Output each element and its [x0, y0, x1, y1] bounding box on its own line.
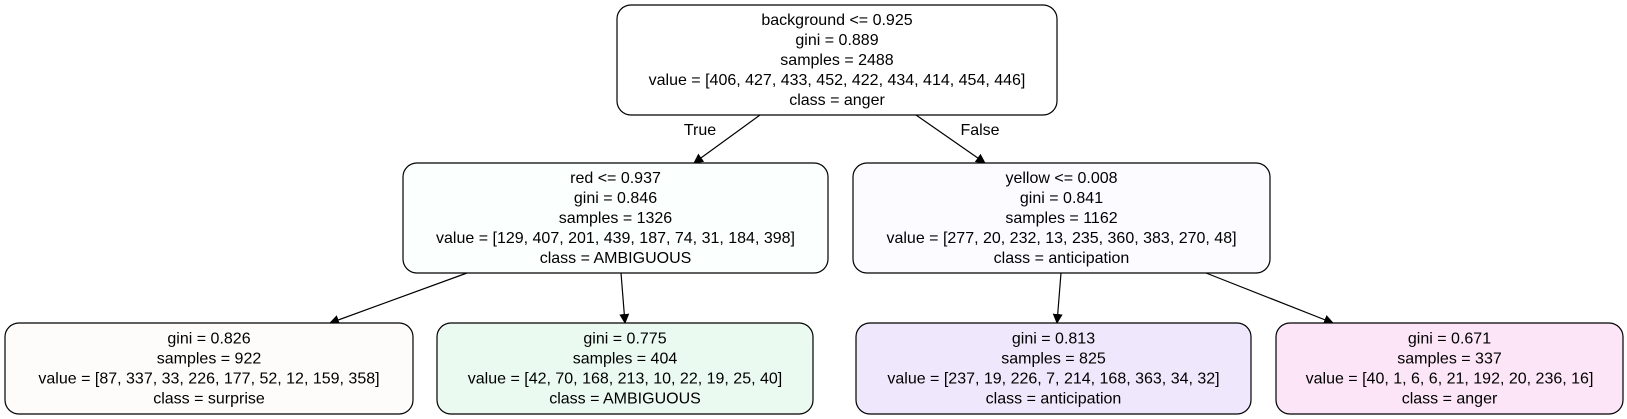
- node-box: [1275, 322, 1624, 415]
- node-line: gini = 0.671: [1408, 331, 1491, 348]
- edge-label-true: True: [684, 122, 716, 139]
- node-line: value = [129, 407, 201, 439, 187, 74, 31…: [436, 230, 795, 247]
- node-line: gini = 0.775: [583, 331, 666, 348]
- node-line: class = AMBIGUOUS: [549, 391, 701, 408]
- node-line: value = [40, 1, 6, 6, 21, 192, 20, 236, …: [1306, 371, 1594, 388]
- node-line: class = AMBIGUOUS: [540, 250, 692, 267]
- node-line: samples = 404: [573, 351, 678, 368]
- node-line: value = [42, 70, 168, 213, 10, 22, 19, 2…: [468, 371, 782, 388]
- node-line: value = [87, 337, 33, 226, 177, 52, 12, …: [38, 371, 379, 388]
- edge-root-to-left: [693, 114, 761, 164]
- node-box: [402, 162, 829, 274]
- tree-node-lr: gini = 0.775 samples = 404 value = [42, 70…: [436, 322, 814, 415]
- node-line: yellow <= 0.008: [1005, 170, 1117, 187]
- node-line: value = [406, 427, 433, 452, 422, 434, 4…: [649, 72, 1026, 89]
- node-line: samples = 2488: [780, 52, 894, 69]
- edge-left-to-ll: [329, 272, 468, 325]
- node-line: samples = 1326: [559, 210, 673, 227]
- node-line: class = anger: [1402, 391, 1498, 408]
- tree-node-rr: gini = 0.671 samples = 337 value = [40, 1,…: [1275, 322, 1624, 415]
- node-line: class = anticipation: [994, 250, 1130, 267]
- tree-node-root: background <= 0.925 gini = 0.889 samples =…: [616, 4, 1058, 116]
- node-line: samples = 337: [1397, 351, 1502, 368]
- node-box: [4, 322, 414, 415]
- edge-right-to-rl: [1052, 272, 1063, 324]
- edge-right-to-rr: [1205, 272, 1334, 325]
- node-line: gini = 0.889: [795, 32, 878, 49]
- node-line: gini = 0.826: [167, 331, 250, 348]
- tree-node-ll: gini = 0.826 samples = 922 value = [87, 33…: [4, 322, 414, 415]
- tree-node-rl: gini = 0.813 samples = 825 value = [237, 1…: [855, 322, 1252, 415]
- edge-root-to-right: [915, 114, 986, 164]
- nodes-layer: background <= 0.925 gini = 0.889 samples =…: [4, 4, 1624, 415]
- node-line: red <= 0.937: [570, 170, 661, 187]
- node-line: gini = 0.846: [574, 190, 657, 207]
- node-line: gini = 0.841: [1020, 190, 1103, 207]
- node-box: [852, 162, 1271, 274]
- edges-layer: True False: [329, 114, 1334, 325]
- node-box: [855, 322, 1252, 415]
- node-box: [436, 322, 814, 415]
- edge-left-to-lr: [619, 272, 630, 324]
- node-line: class = anger: [789, 92, 885, 109]
- node-line: gini = 0.813: [1012, 331, 1095, 348]
- tree-node-right: yellow <= 0.008 gini = 0.841 samples = 116…: [852, 162, 1271, 274]
- node-line: background <= 0.925: [761, 12, 912, 29]
- node-line: samples = 1162: [1005, 210, 1117, 227]
- node-line: value = [277, 20, 232, 13, 235, 360, 383…: [886, 230, 1236, 247]
- node-line: samples = 825: [1001, 351, 1106, 368]
- node-line: class = anticipation: [986, 391, 1122, 408]
- node-box: [616, 4, 1058, 116]
- tree-node-left: red <= 0.937 gini = 0.846 samples = 1326 va…: [402, 162, 829, 274]
- edge-label-false: False: [960, 122, 999, 139]
- node-line: value = [237, 19, 226, 7, 214, 168, 363,…: [887, 371, 1219, 388]
- node-line: samples = 922: [157, 351, 262, 368]
- node-line: class = surprise: [153, 391, 265, 408]
